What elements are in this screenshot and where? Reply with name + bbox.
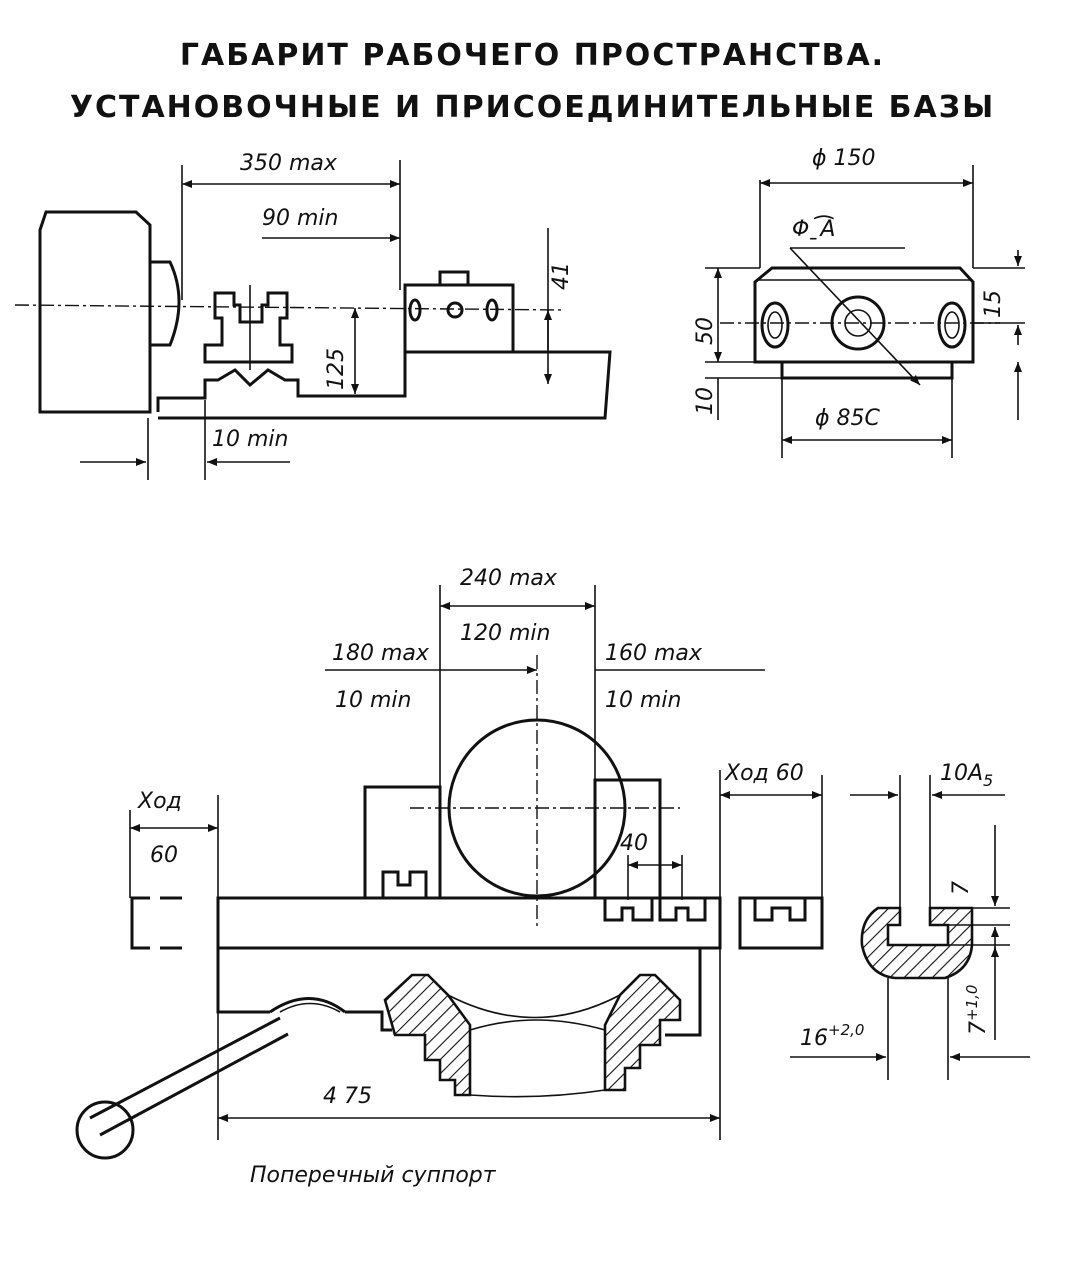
dim-10min-right: 10 min [605, 688, 681, 713]
spindle-axis [14, 304, 566, 311]
dim-16-tol: +2,0 [828, 1021, 864, 1039]
dim-16: 16+2,0 [800, 1021, 864, 1051]
dim-475: 4 75 [323, 1084, 372, 1109]
dim-7-tol-value: 7 [966, 1021, 991, 1035]
dim-10a5-value: 10A [940, 761, 983, 786]
travel-left-label: Ход [137, 789, 182, 814]
dim-phi150: ϕ 150 [812, 146, 876, 171]
dim-phi85c: ϕ 85C [815, 406, 881, 431]
dim-120min: 120 min [460, 621, 550, 646]
tool-holder-side [403, 270, 515, 354]
dim-10a5-subscript: 5 [983, 771, 993, 790]
caption: Поперечный суппорт [250, 1163, 497, 1188]
dim-180max: 180 max [332, 641, 430, 666]
travel-left-value: 60 [150, 843, 178, 868]
travel-right: Ход 60 [724, 761, 804, 786]
leader-phi-a [789, 247, 921, 386]
dim-40: 40 [620, 831, 648, 856]
tool-holder-view: Φˍ͡͡A ϕ 150 50 10 15 ϕ 85C [693, 146, 1025, 458]
dim-15: 15 [981, 290, 1006, 318]
dim-50: 50 [693, 317, 718, 345]
drawing-title-line-2: УСТАНОВОЧНЫЕ И ПРИСОЕДИНИТЕЛЬНЫЕ БАЗЫ [69, 90, 996, 125]
side-view: 350 max 90 min 125 41 10 min [14, 151, 612, 480]
t-slot-block [203, 285, 294, 370]
drawing-title-line-1: ГАБАРИТ РАБОЧЕГО ПРОСТРАНСТВА. [179, 38, 886, 73]
dim-240max: 240 max [460, 566, 558, 591]
dim-phi-a: Φˍ͡͡A [792, 216, 835, 242]
spindle-nut [383, 973, 682, 1098]
dim-90min: 90 min [262, 206, 338, 231]
t-slot-section: 10A5 7 7+1,0 16+2,0 [790, 761, 1030, 1080]
dim-41: 41 [549, 262, 574, 290]
dim-350max: 350 max [240, 151, 338, 176]
dim-10a5: 10A5 [940, 761, 993, 790]
dim-125: 125 [324, 348, 349, 390]
dim-10min-left: 10 min [335, 688, 411, 713]
spindle-head [38, 210, 181, 414]
dim-7: 7 [949, 881, 974, 895]
dim-10: 10 [693, 387, 718, 415]
dim-16-value: 16 [800, 1026, 828, 1051]
dim-7-tol-limits: +1,0 [963, 985, 981, 1021]
cross-slide-view: 240 max 120 min 180 max 10 min 160 max 1… [75, 566, 824, 1188]
dim-7-tol: 7+1,0 [963, 985, 991, 1035]
handle-knob [75, 1100, 135, 1160]
dim-160max: 160 max [605, 641, 703, 666]
dim-10min: 10 min [212, 427, 288, 452]
